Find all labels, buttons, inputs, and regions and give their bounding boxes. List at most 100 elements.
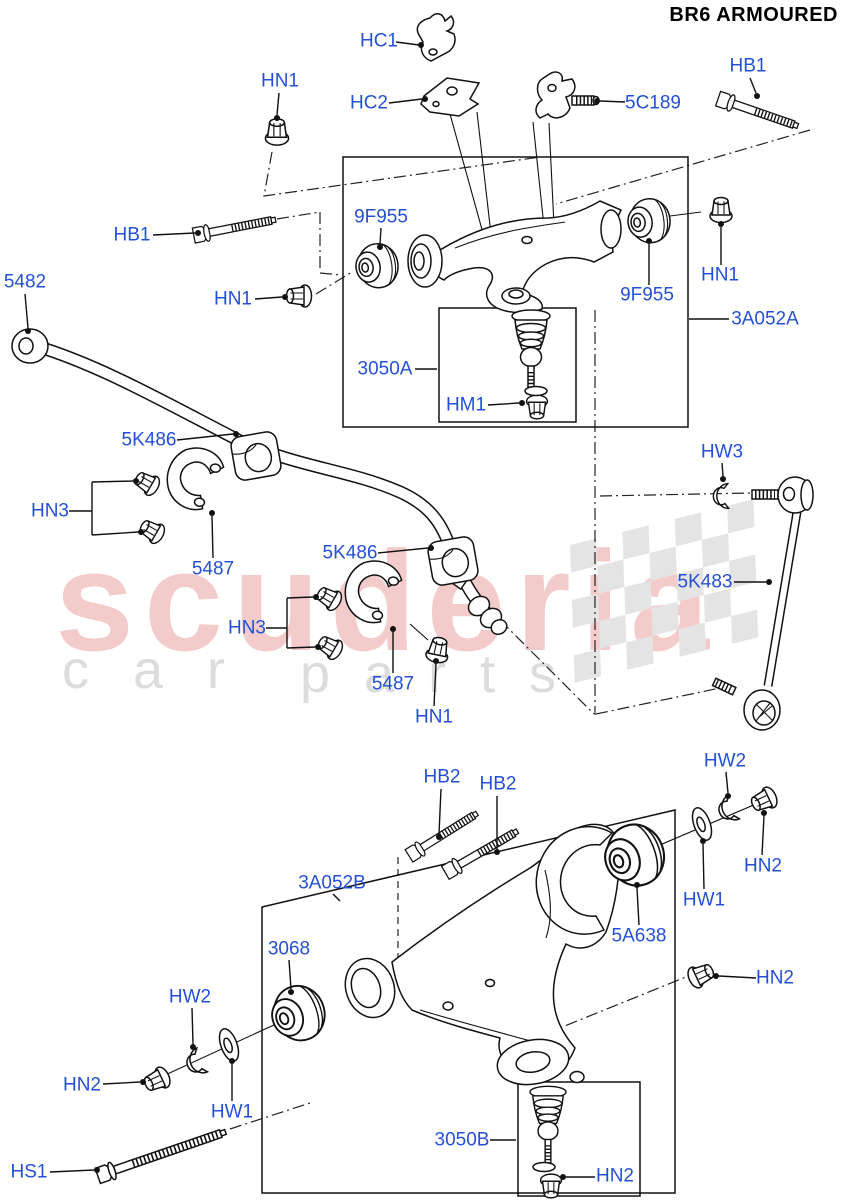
bushing-3068-drawing	[263, 977, 334, 1050]
watermark-word-car: car	[62, 640, 269, 700]
part-number-text: 5487	[192, 559, 234, 580]
bushing-5k486-rear-drawing	[425, 534, 481, 588]
part-label-HB2-24: HB2	[424, 767, 460, 840]
washer-hw2-front-drawing	[181, 1046, 209, 1079]
part-label-9F955-6: 9F955	[354, 207, 408, 250]
part-number-text: HN3	[31, 501, 69, 522]
part-label-HB2-25: HB2	[480, 774, 517, 855]
projection-lines	[149, 111, 811, 1130]
ball-joint-3050a-washer	[524, 385, 548, 397]
nut-hn2-front-drawing	[140, 1063, 174, 1097]
checker-cell	[624, 580, 652, 615]
part-label-HN3-19: HN3	[228, 594, 321, 650]
part-label-3068-28: 3068	[268, 939, 310, 995]
bracket-5c189-drawing	[535, 71, 600, 119]
part-label-5C189-3: 5C189	[594, 93, 681, 114]
checker-cell	[599, 614, 627, 649]
part-label-HC2-2: HC2	[350, 93, 428, 114]
washer-hw1-rear-drawing	[687, 804, 717, 844]
checkered-flag-watermark	[570, 499, 759, 683]
parts-artwork	[11, 13, 814, 1199]
checker-cell	[676, 567, 704, 602]
part-label-HN1-8: HN1	[701, 221, 739, 286]
part-number-text: HW1	[683, 890, 725, 911]
nut-hn1-top-drawing	[264, 118, 290, 146]
checker-cell	[731, 609, 759, 644]
checker-cell	[674, 512, 702, 547]
part-number-text: 9F955	[620, 285, 674, 306]
bolt-hs1-drawing	[95, 1123, 229, 1184]
bracket-hc2-drawing	[420, 77, 481, 117]
page-title: BR6 ARMOURED	[669, 4, 838, 26]
part-number-text: HB1	[114, 225, 151, 246]
part-number-text: HM1	[446, 395, 486, 416]
part-number-text: 3A052A	[731, 309, 799, 330]
part-number-text: 9F955	[354, 207, 408, 228]
box-lower-arm-assembly	[261, 809, 676, 1194]
clamp-5487-front-drawing	[162, 443, 227, 514]
checker-cell	[727, 499, 755, 534]
part-number-text: 5K486	[122, 430, 177, 451]
box-upper-arm-assembly	[342, 156, 689, 428]
part-number-text: HN3	[228, 618, 266, 639]
part-label-5482-14: 5482	[4, 272, 46, 334]
bolt-hb1-front-drawing	[192, 211, 277, 243]
checker-cell	[651, 601, 679, 636]
bushing-5k486-front-drawing	[228, 429, 284, 483]
part-label-HW3-13: HW3	[701, 442, 743, 482]
part-number-text: 5A638	[612, 926, 667, 947]
part-label-HW2-32: HW2	[169, 987, 211, 1050]
ball-joint-3050a-drawing	[512, 310, 550, 394]
part-number-text: HW3	[701, 442, 743, 463]
washer-hw3-drawing	[712, 482, 730, 510]
part-label-3A052A-9: 3A052A	[689, 309, 799, 330]
part-label-9F955-7: 9F955	[620, 238, 674, 306]
part-label-5487-17: 5487	[192, 510, 234, 580]
part-number-text: HB2	[480, 774, 517, 795]
checker-cell	[622, 525, 650, 560]
part-label-HB1-5: HB1	[114, 225, 201, 246]
part-number-text: HW2	[169, 987, 211, 1008]
ball-joint-3050b-washer	[532, 1161, 556, 1173]
part-number-text: HN2	[744, 856, 782, 877]
ball-joint-3050b-drawing	[530, 1086, 566, 1166]
stabilizer-link-drawing	[711, 476, 814, 731]
part-label-5K483-22: 5K483	[678, 572, 772, 593]
checker-cell	[701, 533, 730, 568]
checker-cell	[649, 546, 677, 581]
part-number-text: 3A052B	[298, 873, 366, 894]
part-number-text: HN1	[415, 707, 453, 728]
part-label-3050B-36: 3050B	[435, 1130, 516, 1151]
part-number-text: 5C189	[625, 93, 681, 114]
checker-cell	[703, 588, 732, 623]
nut-hn2-balljoint-drawing	[684, 958, 718, 992]
nut-hn1-front-drawing	[285, 284, 313, 308]
checker-cell	[573, 648, 602, 683]
part-number-text: 5K483	[678, 572, 733, 593]
nut-hn2-bottom-drawing	[539, 1173, 563, 1199]
part-label-5K486-18: 5K486	[323, 543, 434, 564]
lower-control-arm-drawing	[344, 823, 620, 1086]
part-number-text: HC2	[350, 93, 388, 114]
part-label-HB1-4: HB1	[730, 56, 767, 99]
part-number-text: HB1	[730, 56, 767, 77]
part-number-text: 3050A	[358, 359, 413, 380]
nut-hm1-drawing	[525, 394, 549, 420]
part-label-HN1-21: HN1	[415, 658, 453, 728]
part-label-HN2-31: HN2	[713, 968, 794, 989]
part-label-HN2-33: HN2	[63, 1075, 146, 1096]
part-label-HW1-34: HW1	[211, 1058, 253, 1123]
part-number-text: 3068	[268, 939, 310, 960]
part-number-text: HN1	[261, 71, 299, 92]
part-label-5A638-30: 5A638	[612, 882, 667, 947]
part-number-text: HN1	[214, 289, 252, 310]
washer-hw1-front-drawing	[214, 1025, 244, 1065]
part-number-text: HN1	[701, 265, 739, 286]
part-label-HW1-29: HW1	[683, 838, 725, 911]
part-number-text: 3050B	[435, 1130, 490, 1151]
part-label-5K486-15: 5K486	[122, 430, 239, 451]
part-label-HN2-26: HN2	[744, 810, 782, 877]
